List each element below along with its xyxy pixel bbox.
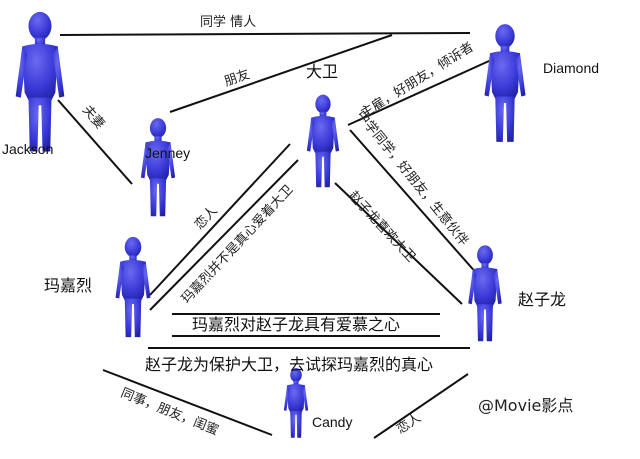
david-figure-icon (306, 94, 340, 188)
relation-majiali-candy: 同事，朋友，闺蜜 (119, 385, 221, 439)
relation-david-zhaozilong-school: 中学同学，好朋友，生意伙伴 (353, 107, 472, 248)
line-jenney-diamond (169, 34, 393, 113)
connection-lines (57, 32, 501, 439)
line-majiali-david-a (149, 143, 291, 296)
jenney-figure-icon (140, 118, 176, 217)
majiali-figure-icon (115, 236, 151, 338)
relation-jenney-diamond: 朋友 (222, 66, 252, 90)
line-david-diamond (347, 55, 501, 126)
name-candy: Candy (312, 414, 352, 430)
relation-zhaozilong-test: 赵子龙为保护大卫，去试探玛嘉烈的真心 (145, 355, 433, 374)
line-candy-zhaozilong (373, 373, 469, 439)
candy-figure-icon (283, 367, 309, 438)
zhaozilong-figure-icon (468, 245, 502, 342)
line-jackson-diamond (59, 32, 471, 36)
line-majiali-david-b (149, 159, 299, 311)
relation-david-diamond: 主雇，好朋友，倾诉者 (358, 39, 477, 121)
watermark: @Movie影点 (478, 396, 573, 415)
line-david-zhaozilong-b (334, 182, 463, 305)
name-jackson: Jackson (2, 141, 53, 157)
relation-majiali-zhaozilong: 玛嘉烈对赵子龙具有爱慕之心 (192, 315, 400, 334)
relation-majiali-david-love: 恋人 (191, 203, 220, 233)
jackson-figure-icon (15, 11, 65, 152)
line-david-zhaozilong-a (349, 129, 479, 276)
line-majiali-candy (102, 369, 273, 436)
line-jackson-jenney (57, 99, 133, 185)
relation-jackson-diamond: 同学 情人 (200, 14, 256, 30)
name-majiali: 玛嘉烈 (44, 276, 92, 295)
diamond-figure-icon (484, 24, 526, 142)
relation-zhaozilong-likes-david: 赵子龙喜欢大卫 (345, 188, 418, 265)
name-david: 大卫 (306, 62, 338, 81)
name-zhaozilong: 赵子龙 (518, 290, 566, 309)
name-diamond: Diamond (543, 60, 599, 76)
name-jenney: Jenney (145, 145, 190, 161)
